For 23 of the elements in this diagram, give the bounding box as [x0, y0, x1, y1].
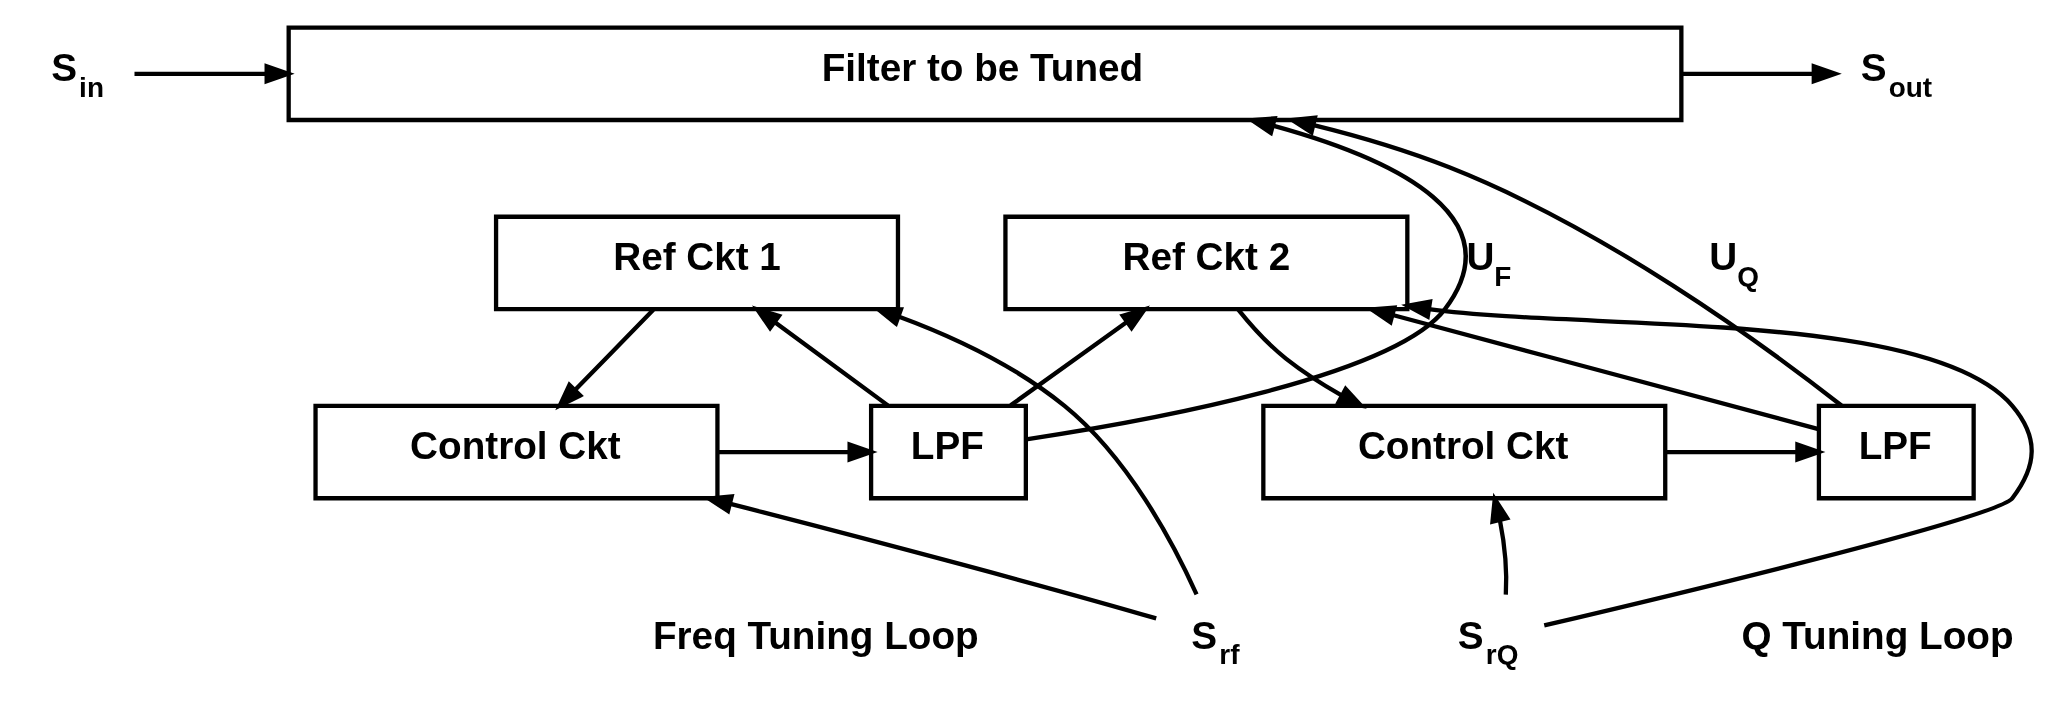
- edge-label: U$_{F}$: [1466, 235, 1512, 292]
- edge-label: U$_{Q}$: [1709, 235, 1759, 292]
- node-box: Ref Ckt 1: [493, 214, 901, 312]
- label: Q Tuning Loop: [1741, 613, 2014, 657]
- node-box: Control Ckt: [313, 403, 720, 501]
- arrow: [1665, 441, 1826, 463]
- node-box: Filter to be Tuned: [286, 25, 1684, 123]
- node-text: S$_{out}$: [1860, 46, 1933, 103]
- node-text: S$_{rQ}$: [1457, 613, 1519, 670]
- label: Freq Tuning Loop: [652, 613, 979, 657]
- node-box: Ref Ckt 2: [1003, 214, 1410, 312]
- arrow: [718, 441, 878, 463]
- arrow: [555, 308, 655, 411]
- arrow: [1401, 299, 2034, 628]
- node-text: S$_{rf}$: [1191, 613, 1240, 670]
- arrow: [134, 63, 295, 85]
- node-box: Control Ckt: [1261, 403, 1668, 501]
- arrow: [1681, 63, 1842, 85]
- node-box: LPF: [868, 403, 1028, 501]
- arrow: [1490, 492, 1511, 595]
- node-text: S$_{in}$: [51, 46, 104, 103]
- node-box: LPF: [1816, 403, 1976, 501]
- arrow: [1025, 115, 1468, 442]
